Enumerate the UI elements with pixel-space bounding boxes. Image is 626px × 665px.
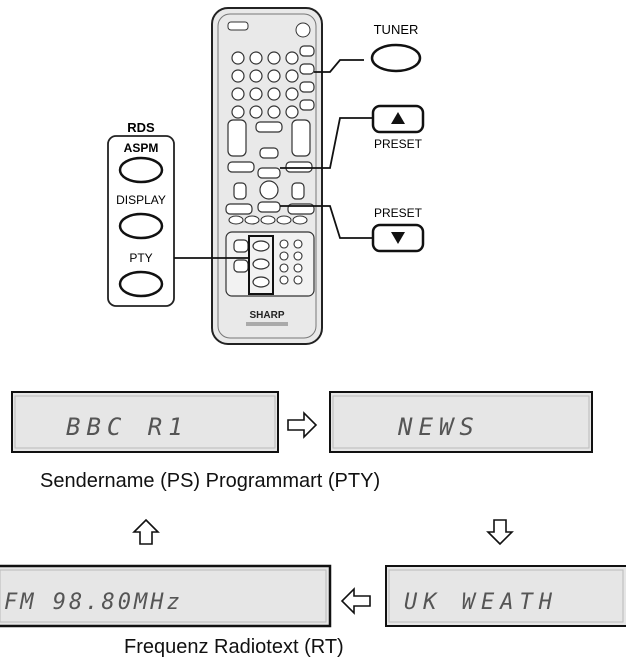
- remote-control: SHARP: [211, 7, 323, 345]
- tuner-callout: TUNER: [314, 22, 422, 73]
- number-keypad: [231, 51, 299, 119]
- arrow-right-icon: [287, 411, 318, 439]
- display-freq-text: FM 98.80MHz: [4, 590, 183, 615]
- display-rt: UK WEATH: [385, 565, 626, 627]
- pty-label: PTY: [129, 251, 152, 265]
- tuner-label: TUNER: [374, 22, 419, 37]
- tuner-button[interactable]: [370, 43, 422, 73]
- arrow-down-outline-icon: [486, 519, 514, 546]
- display-ps-text: BBC R1: [66, 413, 189, 441]
- preset-up-callout: PRESET: [280, 104, 425, 169]
- rds-panel: RDS ASPM DISPLAY PTY: [107, 120, 249, 307]
- remote-brand: SHARP: [249, 310, 284, 321]
- rds-button-column: [248, 235, 274, 295]
- display-pty: NEWS: [329, 391, 593, 453]
- arrow-left-icon: [340, 587, 371, 615]
- aspm-button[interactable]: [118, 156, 164, 184]
- display-button[interactable]: [118, 212, 164, 240]
- rds-title: RDS: [127, 120, 155, 135]
- preset-down-label: PRESET: [374, 206, 423, 220]
- display-freq: FM 98.80MHz: [0, 564, 332, 628]
- display-pty-text: NEWS: [397, 413, 480, 441]
- arrow-up-outline-icon: [132, 518, 160, 545]
- preset-up-label: PRESET: [374, 137, 423, 151]
- display-ps: BBC R1: [11, 391, 279, 453]
- display-label: DISPLAY: [116, 193, 166, 207]
- caption-bottom: Frequenz Radiotext (RT): [124, 636, 344, 658]
- aspm-label: ASPM: [124, 141, 159, 155]
- display-rt-text: UK WEATH: [404, 590, 558, 615]
- pty-button[interactable]: [118, 270, 164, 298]
- arrow-up-icon: [391, 112, 405, 124]
- arrow-down-icon: [391, 232, 405, 244]
- preset-down-callout: PRESET: [280, 205, 425, 253]
- caption-top: Sendername (PS) Programmart (PTY): [40, 470, 381, 492]
